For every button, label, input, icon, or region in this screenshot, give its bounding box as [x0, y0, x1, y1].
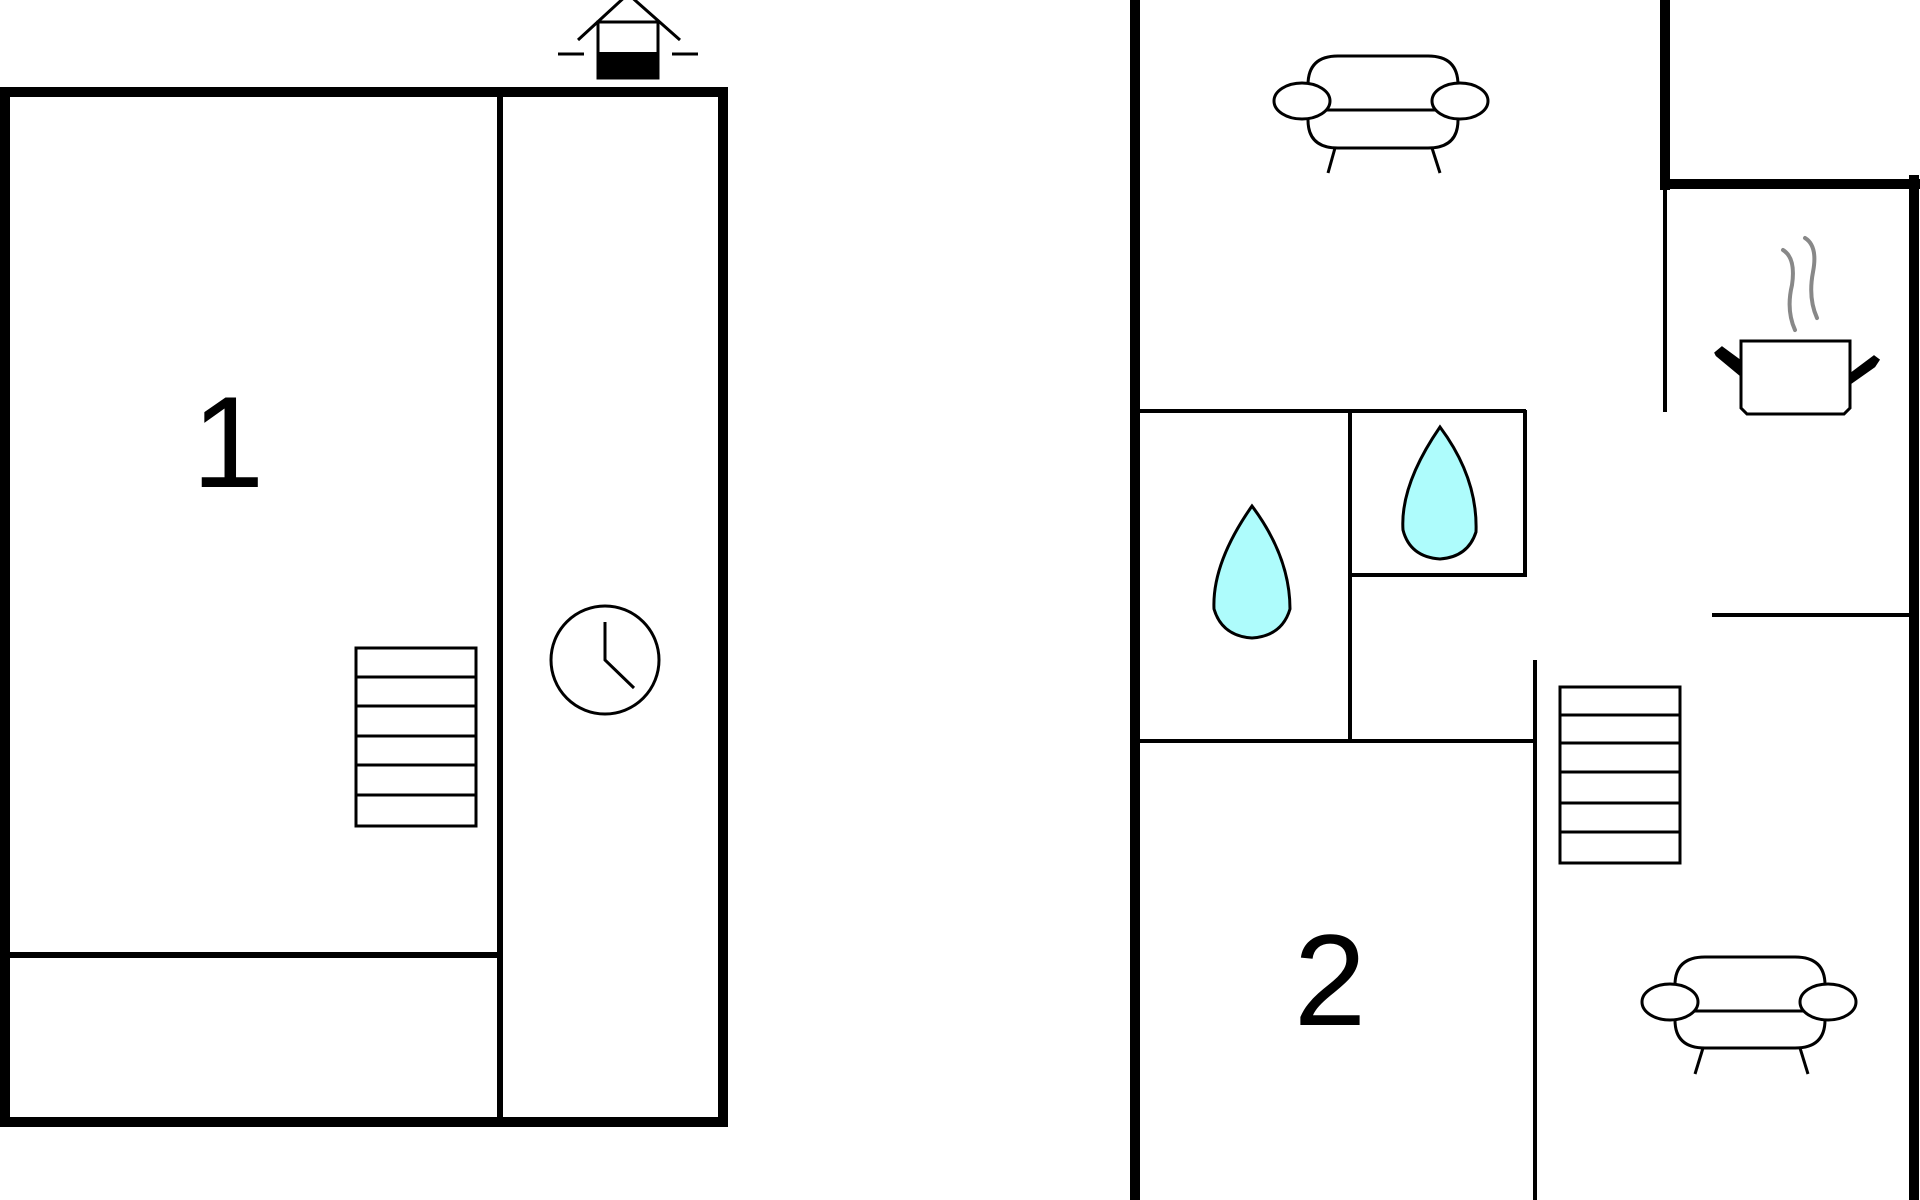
sofa-icon: [1272, 54, 1490, 174]
clock-icon: [549, 604, 661, 716]
floor-1-plan: 1: [0, 0, 728, 1127]
sofa-icon: [1640, 955, 1858, 1075]
stairs-icon: [1558, 685, 1682, 865]
floor-1-outer-wall: [0, 87, 728, 1127]
stairs-icon: [354, 646, 478, 828]
room-number-2: 2: [1294, 907, 1366, 1053]
cooking-pot-icon: [1714, 236, 1881, 416]
entrance-icon: [558, 0, 698, 80]
room-number-1: 1: [192, 369, 264, 515]
water-drop-icon: [1212, 503, 1292, 640]
floor-2-plan: 2: [1130, 0, 1920, 1200]
water-drop-icon: [1401, 424, 1478, 561]
